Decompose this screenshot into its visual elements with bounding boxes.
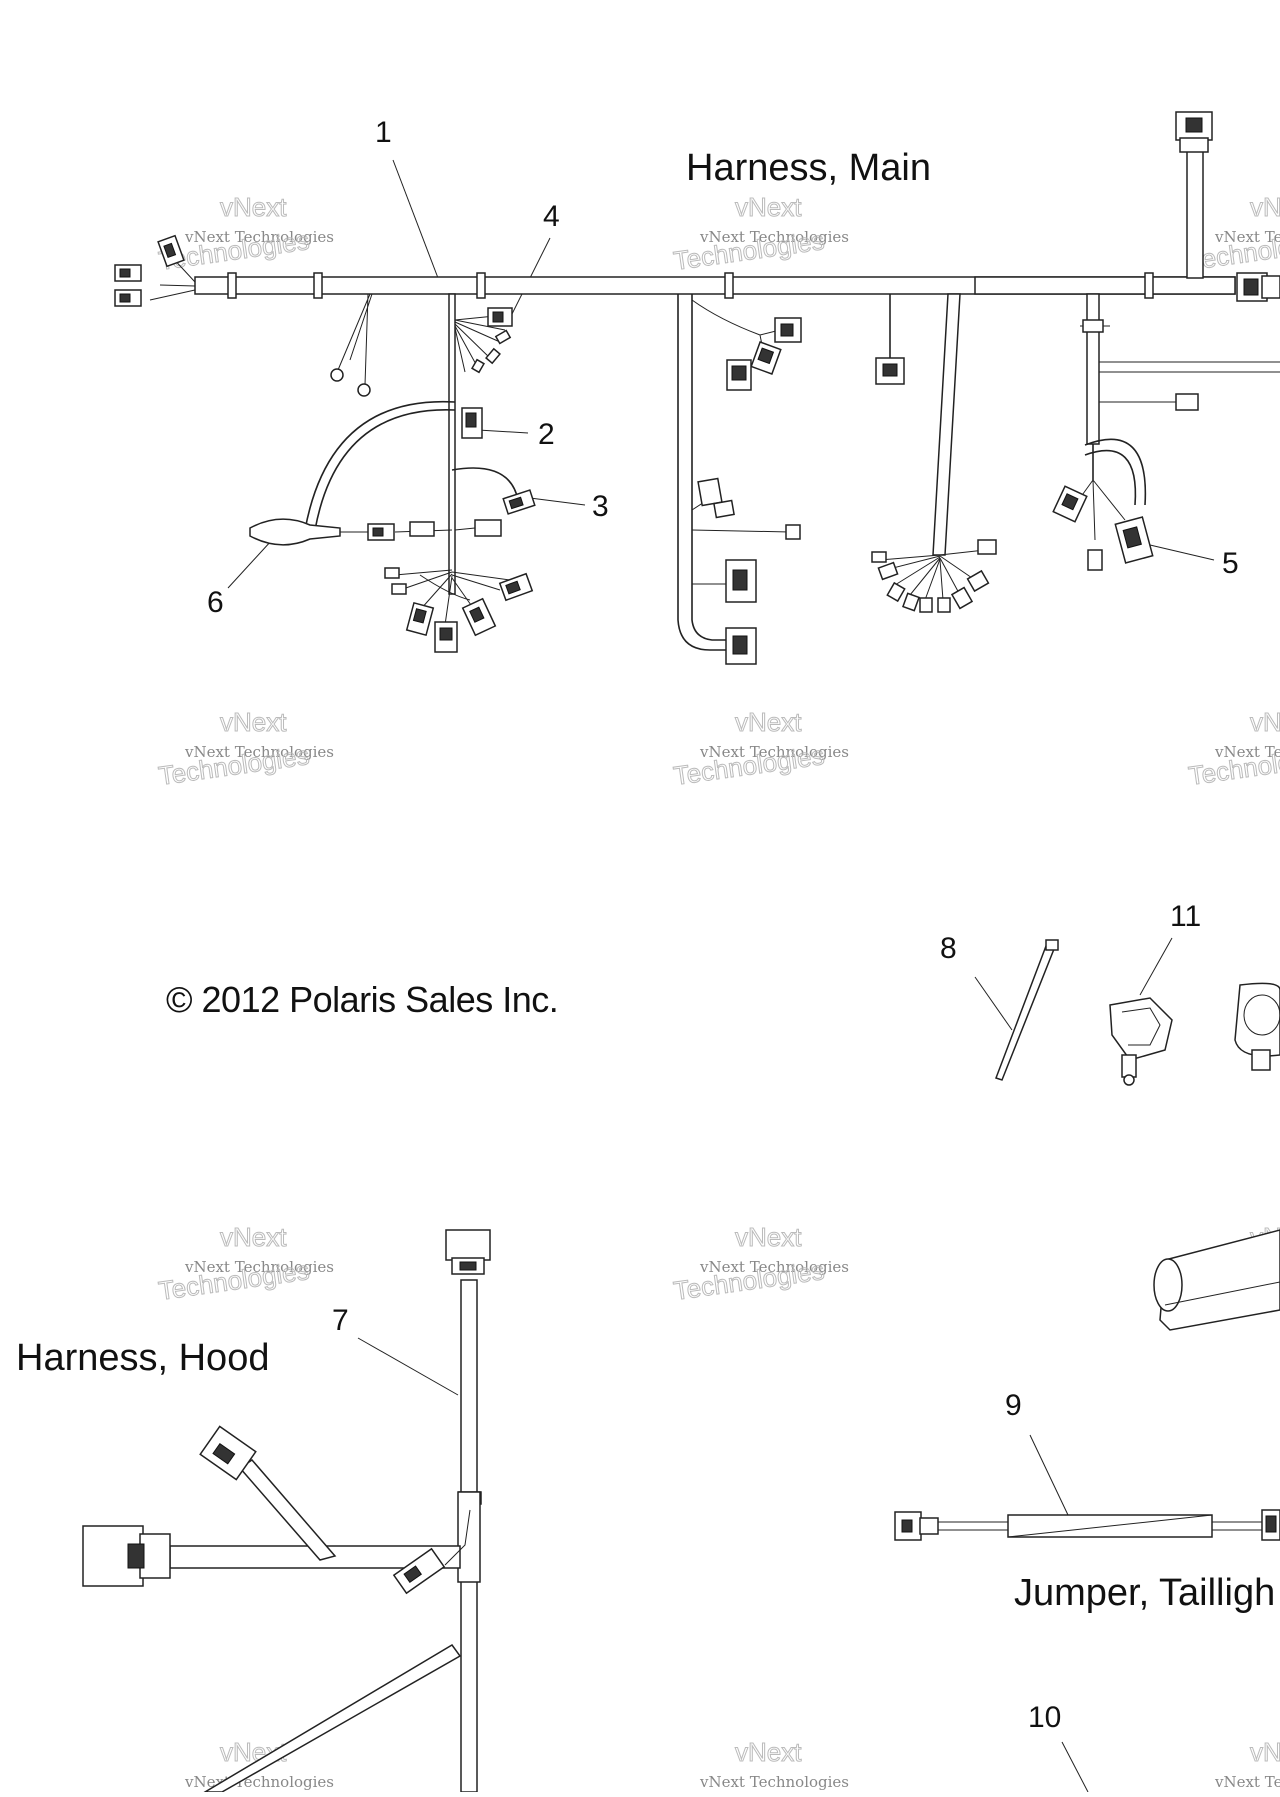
callout-5: 5 <box>1149 544 1239 580</box>
svg-text:vNext Technologies: vNext Technologies <box>699 743 849 761</box>
connector <box>199 1425 257 1481</box>
hood-harness <box>82 1229 491 1793</box>
main-harness <box>114 111 1280 665</box>
svg-text:vNext Technologies: vNext Technologies <box>184 1773 334 1791</box>
connector <box>392 1547 446 1595</box>
connector <box>498 572 534 602</box>
callout-6: 6 <box>207 539 273 619</box>
copyright-text: © 2012 Polaris Sales Inc. <box>166 979 558 1020</box>
connector <box>725 627 757 665</box>
callout-4: 4 <box>509 200 560 319</box>
watermark: vNext vNext Technologies Technologies <box>156 1222 334 1307</box>
svg-text:3: 3 <box>592 490 609 523</box>
watermark: vNext vNext Technologies Technologies <box>156 192 334 277</box>
callout-11: 11 <box>1139 900 1201 996</box>
connector <box>487 307 513 327</box>
connector <box>1175 111 1213 153</box>
svg-text:vNext Technologies: vNext Technologies <box>184 228 334 246</box>
callout-1: 1 <box>375 116 439 279</box>
connector <box>434 621 458 653</box>
svg-text:10: 10 <box>1028 1701 1061 1734</box>
cable-tie <box>995 939 1059 1081</box>
svg-text:9: 9 <box>1005 1389 1022 1422</box>
svg-text:8: 8 <box>940 932 957 965</box>
svg-text:vNext: vNext <box>735 192 802 222</box>
connector <box>1114 516 1154 564</box>
svg-text:7: 7 <box>332 1304 349 1337</box>
callout-9: 9 <box>1005 1389 1069 1516</box>
connector <box>502 489 536 515</box>
harness-main-title: Harness, Main <box>686 147 931 189</box>
connector <box>725 559 757 603</box>
connector <box>875 357 905 385</box>
svg-text:vNext: vNext <box>1250 192 1280 222</box>
svg-text:vNext Technologies: vNext Technologies <box>1214 1773 1280 1791</box>
svg-text:vNext Technologies: vNext Technologies <box>699 228 849 246</box>
connector <box>1236 272 1280 302</box>
svg-text:vNext Technologies: vNext Technologies <box>699 1773 849 1791</box>
watermark: vNext vNext Technologies Technologies <box>1186 707 1280 792</box>
svg-text:vNext: vNext <box>735 1222 802 1252</box>
watermark: vNext vNext Technologies Technologies <box>671 192 849 277</box>
svg-text:vNext Technologies: vNext Technologies <box>1214 743 1280 761</box>
svg-text:vNext: vNext <box>1250 1737 1280 1767</box>
svg-text:vNext Technologies: vNext Technologies <box>184 743 334 761</box>
watermark: vNext vNext Technologies Technologies <box>671 707 849 792</box>
connector <box>774 317 802 343</box>
conduit <box>1153 1229 1280 1331</box>
svg-text:vNext: vNext <box>735 1737 802 1767</box>
connector <box>461 597 497 637</box>
connector <box>114 264 142 282</box>
connector <box>445 1229 491 1275</box>
connector <box>114 289 142 307</box>
svg-text:2: 2 <box>538 418 555 451</box>
connector <box>405 601 435 637</box>
svg-text:vNext: vNext <box>735 707 802 737</box>
svg-text:vNext: vNext <box>220 1222 287 1252</box>
svg-text:vNext: vNext <box>220 192 287 222</box>
watermark: vNext vNext Technologies <box>699 1737 849 1792</box>
svg-text:vNext: vNext <box>1250 707 1280 737</box>
connector <box>1261 1509 1280 1541</box>
callout-2: 2 <box>477 418 555 451</box>
connector <box>750 341 782 375</box>
connector <box>1052 485 1088 523</box>
harness-hood-title: Harness, Hood <box>16 1337 269 1379</box>
harness-clip <box>1109 997 1173 1086</box>
svg-text:vNext: vNext <box>220 707 287 737</box>
jumper-taillight-title: Jumper, Tailligh <box>1014 1572 1275 1614</box>
svg-text:vNext Technologies: vNext Technologies <box>1214 228 1280 246</box>
watermark: vNext vNext Technologies Technologies <box>671 1222 849 1307</box>
callout-3: 3 <box>529 490 609 523</box>
connector <box>82 1525 171 1587</box>
harness-clip <box>1234 982 1280 1071</box>
watermark: vNext vNext Technologies Technologies <box>156 707 334 792</box>
connector <box>461 407 483 439</box>
watermark: vNext vNext Technologies <box>1214 1737 1280 1792</box>
svg-text:vNext Technologies: vNext Technologies <box>184 1258 334 1276</box>
svg-text:5: 5 <box>1222 547 1239 580</box>
callout-8: 8 <box>940 932 1013 1031</box>
connector <box>894 1511 939 1541</box>
svg-text:11: 11 <box>1170 900 1201 933</box>
connector <box>157 234 185 268</box>
connector <box>726 359 752 391</box>
svg-text:4: 4 <box>543 200 560 233</box>
callout-7: 7 <box>332 1304 459 1396</box>
svg-text:1: 1 <box>375 116 392 149</box>
callout-10: 10 <box>1028 1701 1089 1793</box>
taillight-jumper <box>894 1509 1280 1541</box>
svg-text:vNext Technologies: vNext Technologies <box>699 1258 849 1276</box>
svg-text:6: 6 <box>207 586 224 619</box>
